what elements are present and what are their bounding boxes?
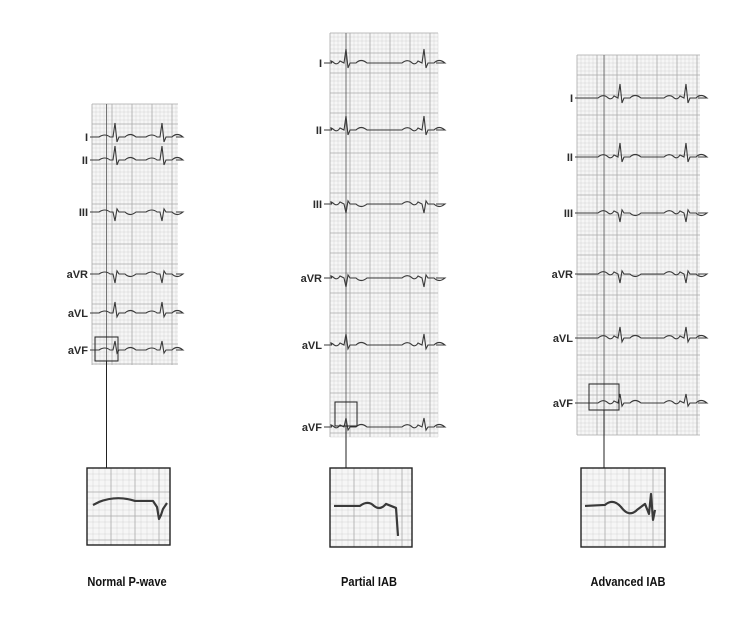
p-wave-zoom-box [580, 467, 666, 548]
lead-label-avr: aVR [67, 269, 88, 281]
lead-label-avl: aVL [553, 333, 573, 345]
lead-avr-trace [579, 269, 709, 284]
lead-ii-trace [579, 142, 709, 163]
caption-normal-p-wave: Normal P-wave [87, 574, 167, 589]
lead-avr-trace [94, 269, 185, 284]
lead-label-avl: aVL [302, 340, 322, 352]
lead-label-avf: aVF [553, 398, 573, 410]
lead-label-iii: III [564, 208, 573, 220]
lead-avf-trace [579, 393, 709, 408]
ecg-strip [91, 103, 178, 365]
lead-iii-trace [330, 199, 447, 214]
lead-label-i: I [570, 93, 573, 105]
lead-label-avf: aVF [68, 345, 88, 357]
lead-label-ii: II [567, 152, 573, 164]
lead-label-i: I [85, 132, 88, 144]
lead-avr-trace [330, 273, 447, 288]
lead-label-avf: aVF [302, 422, 322, 434]
lead-label-i: I [319, 58, 322, 70]
zoom-p-wave-trace [92, 497, 168, 521]
lead-avf-trace [330, 417, 447, 432]
lead-avl-trace [94, 301, 185, 319]
ecg-strip [576, 54, 700, 436]
lead-avf-trace [94, 340, 185, 355]
lead-label-avl: aVL [68, 308, 88, 320]
lead-ii-trace [330, 115, 447, 136]
lead-i-trace [579, 83, 709, 104]
lead-avl-trace [330, 333, 447, 351]
lead-label-iii: III [313, 199, 322, 211]
p-wave-zoom-box [86, 467, 171, 546]
lead-label-ii: II [82, 155, 88, 167]
lead-iii-trace [579, 208, 709, 223]
lead-ii-trace [94, 145, 185, 166]
p-wave-zoom-box [329, 467, 413, 548]
lead-iii-trace [94, 207, 185, 222]
zoom-p-wave-trace [584, 492, 657, 522]
ecg-strip [329, 32, 439, 438]
lead-label-iii: III [79, 207, 88, 219]
lead-label-avr: aVR [301, 273, 322, 285]
lead-label-avr: aVR [552, 269, 573, 281]
zoom-p-wave-trace [334, 501, 400, 536]
caption-advanced-iab: Advanced IAB [590, 574, 666, 589]
lead-label-ii: II [316, 125, 322, 137]
caption-partial-iab: Partial IAB [341, 574, 397, 589]
lead-i-trace [330, 48, 447, 69]
lead-avl-trace [579, 326, 709, 344]
lead-i-trace [94, 122, 185, 143]
